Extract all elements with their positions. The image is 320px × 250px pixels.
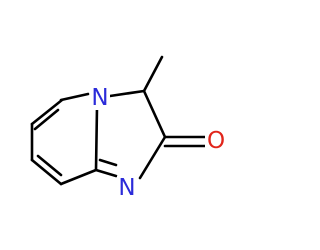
label-backdrop	[117, 176, 137, 202]
label-backdrop	[205, 129, 227, 155]
bond-n-bridge-c3	[108, 89, 146, 98]
bond-c8-c8a	[59, 168, 98, 186]
bond-c7-c8	[30, 158, 63, 186]
bond-n-bridge-c5	[59, 92, 90, 102]
bond-c5-c6-inner	[33, 108, 60, 131]
bond-n-ring-c8a-double	[98, 158, 118, 167]
bond-c5-c6	[30, 98, 64, 126]
bond-c2-n-ring	[138, 135, 167, 180]
bond-c8a-n-bridge	[94, 105, 99, 172]
bond-n-ring-c8a	[94, 168, 118, 178]
bond-c7-c8-inner	[36, 154, 63, 177]
bond-group	[30, 55, 209, 186]
label-backdrop	[90, 86, 110, 110]
molecule-structure-diagram: N N O	[30, 55, 227, 202]
bond-c3-methyl	[142, 55, 164, 93]
nitrogen-ring-label: N	[118, 175, 135, 201]
bond-c3-c2	[142, 89, 167, 139]
oxygen-label: O	[207, 128, 225, 154]
atom-label-group: N N O	[90, 85, 227, 202]
nitrogen-bridge-label: N	[91, 85, 108, 111]
